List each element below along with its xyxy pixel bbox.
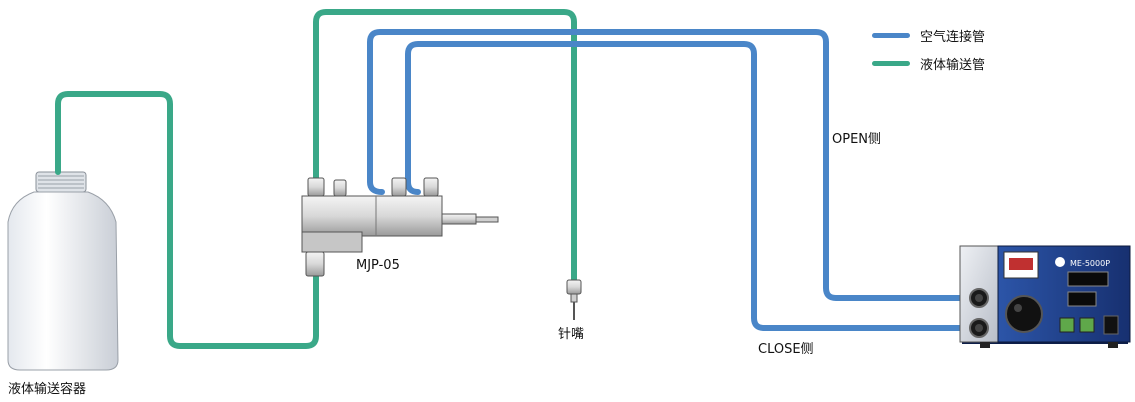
liquid-tube-valve-to-needle: [313, 9, 577, 283]
controller-model-text: ME-5000P: [1070, 259, 1110, 268]
air-tube-swatch: [872, 33, 910, 38]
air-tube-open: [367, 29, 969, 301]
needle-label: 针嘴: [558, 327, 585, 342]
liquid-container-bottle: [7, 171, 119, 371]
valve-label: MJP-05: [356, 258, 400, 273]
open-side-label: OPEN侧: [832, 132, 882, 147]
air-tube-close: [405, 41, 969, 331]
dispense-valve-mjp05: [301, 177, 499, 277]
liquid-tube-bottle-to-valve: [55, 91, 319, 349]
legend-liquid-tube-label: 液体输送管: [920, 58, 986, 73]
liquid-tube-swatch: [872, 61, 910, 66]
needle-nozzle: [566, 279, 582, 320]
close-side-label: CLOSE侧: [758, 342, 814, 357]
controller-unit: ME-5000P: [959, 245, 1131, 348]
legend-air-tube-label: 空气连接管: [920, 30, 986, 45]
legend-air-tube: 空气连接管: [872, 26, 985, 45]
bottle-label: 液体输送容器: [8, 382, 87, 397]
legend-liquid-tube: 液体输送管: [872, 54, 985, 73]
